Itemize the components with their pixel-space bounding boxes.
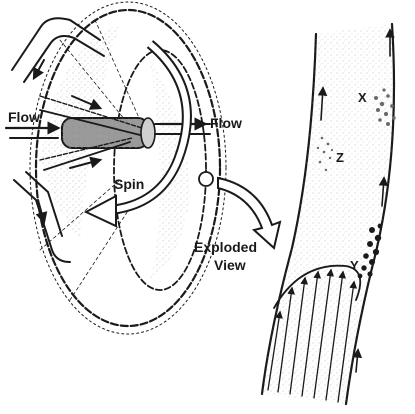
spin-label: Spin <box>114 176 144 192</box>
exploded-label: Exploded <box>194 239 257 255</box>
flow-out-label: Flow <box>210 115 242 131</box>
view-label: View <box>214 257 246 273</box>
particle-z-label: Z <box>336 150 344 165</box>
particle-x-label: X <box>358 90 367 105</box>
particle-y-label: Y <box>350 258 359 273</box>
flow-in-label: Flow <box>8 109 40 125</box>
exploded-channel <box>262 24 394 404</box>
rotating-disc <box>30 2 226 334</box>
